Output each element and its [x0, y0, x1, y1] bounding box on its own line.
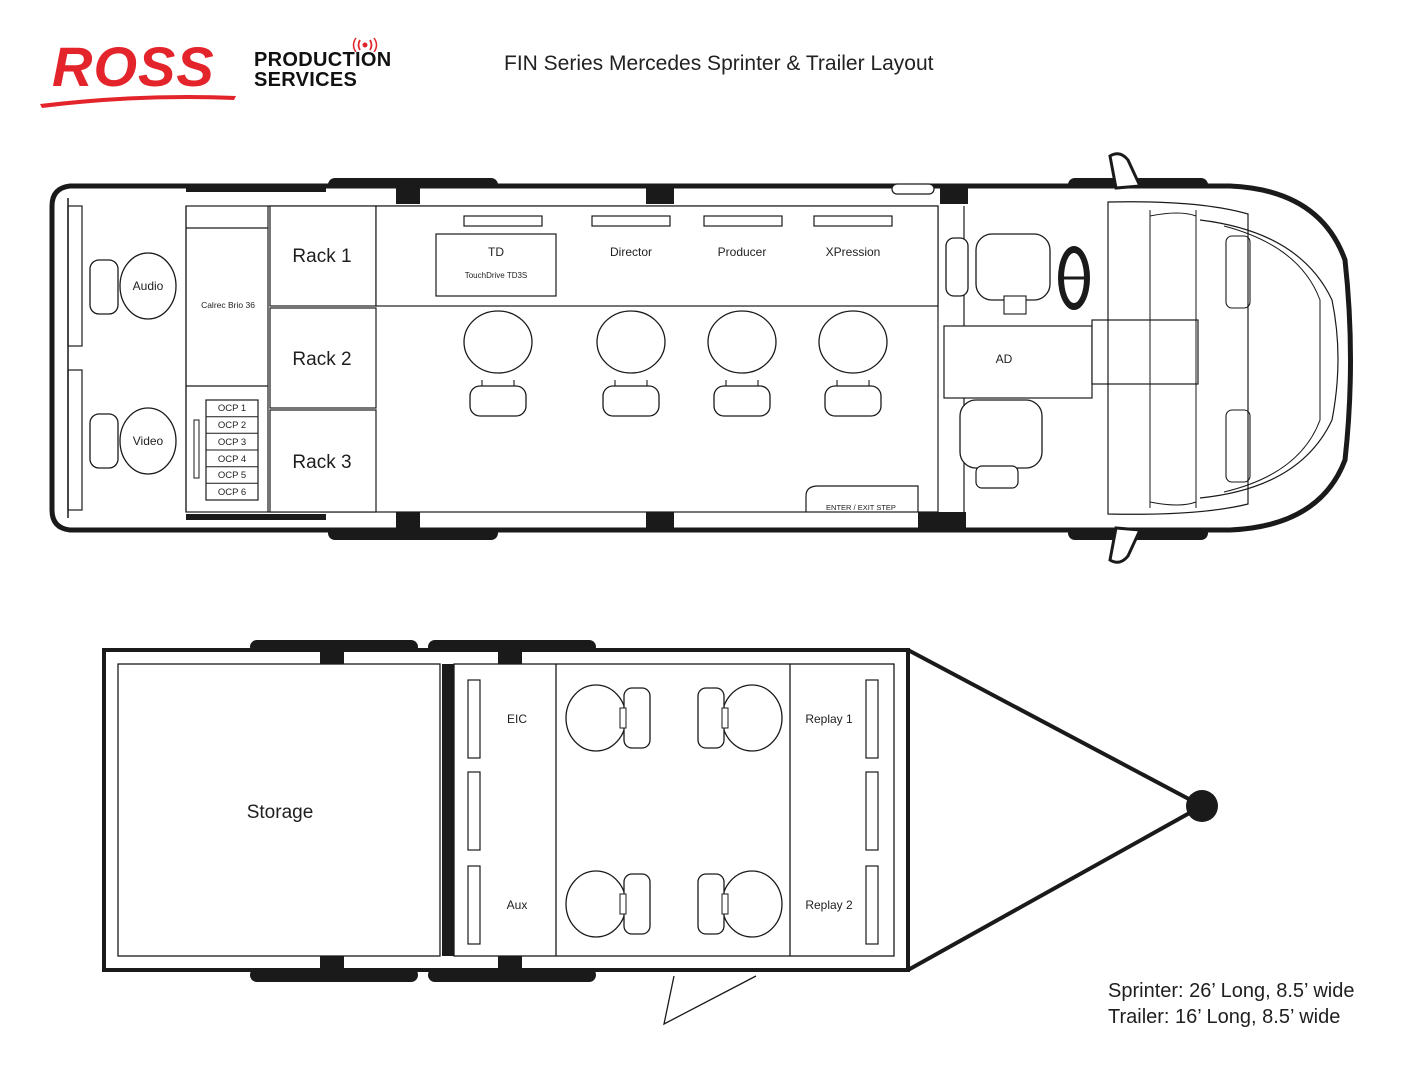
calrec-label: Calrec Brio 36 [201, 300, 255, 310]
rack-3 [269, 409, 377, 513]
td-chair [463, 310, 533, 417]
hood-line [1199, 219, 1339, 499]
service-line-2: SERVICES [254, 69, 358, 91]
trailer: Storage EIC Aux Replay 1 Replay 2 [102, 640, 1218, 1026]
ocp-1-label: OCP 1 [218, 403, 246, 414]
driver-seat [945, 233, 1051, 315]
ocp-5-label: OCP 5 [218, 470, 246, 481]
eic-chair [565, 684, 651, 752]
entry-step [805, 485, 919, 512]
ross-logo: ROSS [40, 30, 250, 110]
xpression-chair [818, 310, 888, 417]
sprinter-van: Audio Video Calrec Brio 36 OCP 1 OCP 2 O… [49, 152, 1353, 564]
logo-swoosh [40, 95, 236, 108]
xpression-label: XPression [826, 245, 881, 259]
replay-1-chair [697, 684, 783, 752]
trailer-spec: Trailer: 16’ Long, 8.5’ wide [1108, 1006, 1341, 1028]
audio-label: Audio [133, 279, 164, 293]
ad-label: AD [996, 352, 1013, 366]
storage-area [117, 663, 441, 957]
producer-label: Producer [718, 245, 767, 259]
headlight [1225, 409, 1251, 483]
td-label: TD [488, 245, 504, 259]
video-label: Video [133, 434, 164, 448]
page-title: FIN Series Mercedes Sprinter & Trailer L… [504, 52, 934, 75]
steering-wheel-icon [1058, 246, 1090, 310]
aux-label: Aux [507, 898, 528, 912]
trailer-door [663, 975, 757, 1026]
rack-2 [269, 307, 377, 409]
replay-1-label: Replay 1 [805, 712, 853, 726]
producer-chair [707, 310, 777, 417]
aux-chair [565, 870, 651, 938]
production-services-title: PRODUCTION SERVICES [254, 50, 424, 90]
hitch-ball [1186, 790, 1218, 822]
headlight [1225, 235, 1251, 309]
replay-2-label: Replay 2 [805, 898, 853, 912]
monitor [703, 215, 783, 227]
monitor [467, 679, 481, 759]
windshield [1107, 201, 1249, 515]
service-line-1: PRODUCTION [254, 49, 392, 71]
storage-label: Storage [247, 802, 314, 823]
monitor [467, 771, 481, 851]
monitor [463, 215, 543, 227]
replay-2-chair [697, 870, 783, 938]
video-chair [119, 407, 177, 475]
broadcast-signal-icon [352, 37, 378, 52]
step-label: ENTER / EXIT STEP [826, 503, 896, 512]
storage-partition [442, 664, 454, 956]
td-model-label: TouchDrive TD3S [465, 271, 528, 280]
monitor [865, 865, 879, 945]
sprinter-spec: Sprinter: 26’ Long, 8.5’ wide [1108, 980, 1355, 1002]
director-chair [596, 310, 666, 417]
monitor [467, 865, 481, 945]
director-label: Director [610, 245, 652, 259]
monitor [591, 215, 671, 227]
rack-2-label: Rack 2 [292, 349, 351, 370]
side-mirror-mount [891, 183, 935, 195]
eic-label: EIC [507, 712, 527, 726]
ross-logo-text: ROSS [52, 35, 215, 98]
rear-door [67, 369, 83, 511]
center-console [1091, 319, 1199, 385]
rear-door [67, 205, 83, 347]
mirror [1108, 526, 1143, 564]
monitor [865, 679, 879, 759]
rack-1 [269, 205, 377, 307]
ocp-6-label: OCP 6 [218, 487, 246, 498]
ocp-4-label: OCP 4 [218, 454, 246, 465]
switcher-panel [435, 233, 557, 297]
monitor [813, 215, 893, 227]
mirror [1108, 152, 1143, 190]
ocp-3-label: OCP 3 [218, 437, 246, 448]
passenger-seat [959, 399, 1043, 489]
trailer-tongue [907, 648, 1207, 972]
rack-1-label: Rack 1 [292, 246, 351, 267]
audio-chair [119, 252, 177, 320]
ocp-2-label: OCP 2 [218, 420, 246, 431]
rack-3-label: Rack 3 [292, 452, 351, 473]
monitor [865, 771, 879, 851]
ad-desk [943, 325, 1093, 399]
